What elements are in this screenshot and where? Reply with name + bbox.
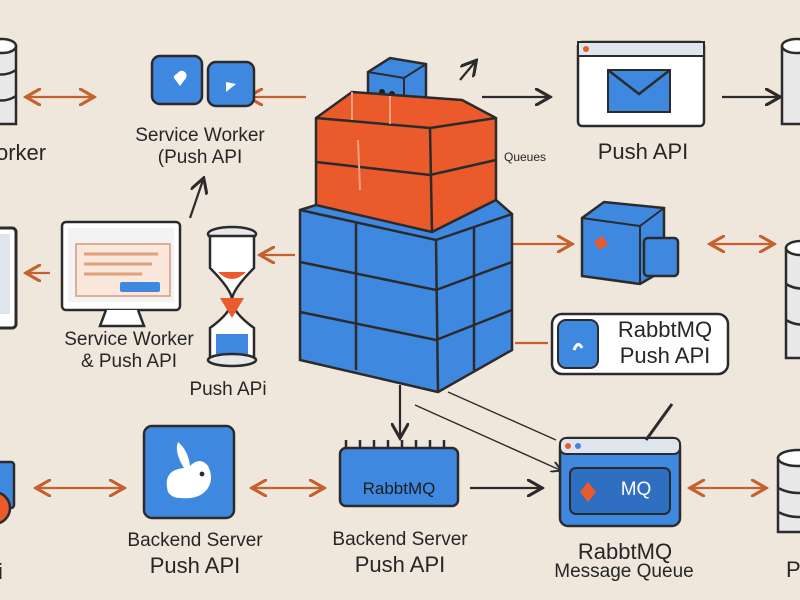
arrow-stack-diag-1 [447, 391, 557, 441]
arrow-sw-down [188, 180, 203, 219]
message-queue-label: Message Queue [554, 561, 694, 582]
service-worker-label: Service Worker [64, 329, 194, 350]
push-api-label: Push API [619, 343, 711, 368]
cropped-label: i [0, 559, 3, 584]
worker-label: orker [0, 140, 47, 165]
backend-server-label: Backend Server [127, 530, 263, 551]
service-worker-label: Service Worker [135, 125, 265, 146]
connector-arrows [28, 62, 778, 488]
cropped-label: P [786, 557, 800, 582]
server-icon [580, 200, 680, 286]
database-icon [776, 448, 800, 534]
push-api-label: Push API [354, 552, 446, 577]
rabbitmq-label: RabbtMQ [577, 539, 673, 564]
queues-label: Queues [504, 150, 547, 164]
arrow-stack-diag-2 [414, 404, 560, 470]
push-api-label: Push API [149, 553, 241, 578]
mq-label: MQ [620, 479, 652, 500]
rabbitmq-label: RabbtMQ [617, 317, 713, 342]
database-icon [784, 239, 800, 360]
hourglass-icon [206, 225, 258, 368]
push-api-label: Push APi [189, 379, 267, 400]
push-api-label: & Push API [80, 351, 178, 372]
arrow-cube-up [459, 62, 475, 81]
database-icon [780, 37, 800, 126]
rabbitmq-badge [550, 312, 730, 376]
server-icon [338, 440, 460, 508]
server-icon [558, 403, 682, 528]
database-icon [0, 37, 18, 126]
envelope-icon [576, 40, 706, 128]
server-icon [0, 460, 16, 525]
monitor-icon [0, 226, 18, 330]
backend-server-label: Backend Server [332, 529, 468, 550]
queue-stack [298, 90, 514, 394]
push-api-label: (Push API [157, 147, 243, 168]
rabbitmq-server-label: RabbtMQ [362, 479, 436, 498]
cube-icon [150, 54, 256, 108]
rabbit-icon [142, 424, 236, 520]
monitor-icon [60, 220, 182, 328]
push-api-title: Push API [597, 139, 689, 164]
